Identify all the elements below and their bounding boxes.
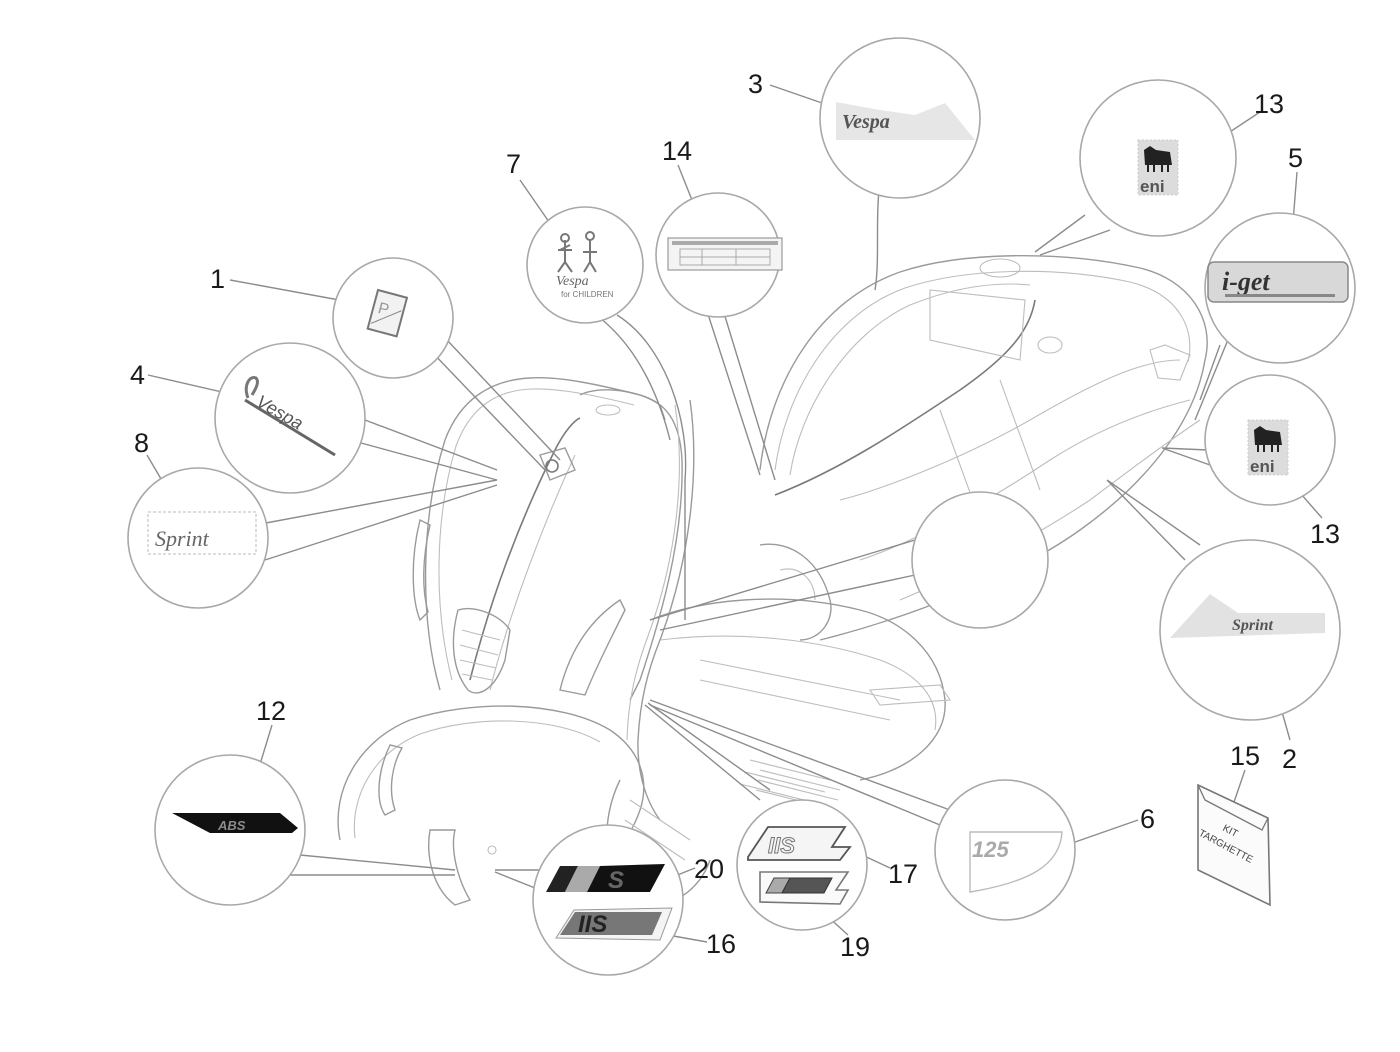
iis-outline-decal-icon: IIS — [747, 826, 852, 861]
abs-text: ABS — [217, 818, 246, 833]
iget-text: i-get — [1222, 267, 1270, 296]
decal-artwork: P Vespa Sprint Vespa for CHILDREN — [147, 102, 1349, 941]
sprint-side-decal-icon: Sprint — [1170, 594, 1325, 638]
kit-targhette-icon: KIT TARGHETTE — [1197, 783, 1271, 907]
size-125-decal-icon: 125 — [969, 831, 1063, 893]
bubble-empty — [911, 491, 1049, 629]
callout-15: 15 — [1230, 741, 1260, 771]
children-caption-text: for CHILDREN — [561, 290, 614, 299]
vespa-side-decal-text: Vespa — [842, 111, 890, 133]
callout-numbers: 1 2 3 4 5 6 7 8 12 13 13 14 15 16 17 19 … — [130, 69, 1340, 962]
callout-1: 1 — [210, 264, 225, 294]
bubble-8 — [127, 467, 269, 609]
callout-8: 8 — [134, 428, 149, 458]
callout-3: 3 — [748, 69, 763, 99]
tyre-pressure-label-icon — [667, 237, 783, 271]
bubble-4 — [214, 342, 366, 494]
abs-decal-icon: ABS — [172, 813, 298, 833]
sprint-emblem-icon: Sprint — [147, 511, 257, 555]
eni-text-right: eni — [1250, 457, 1275, 476]
s-decal-icon: S — [546, 864, 665, 894]
sprint-emblem-text: Sprint — [155, 526, 210, 551]
piaggio-badge-icon: P — [366, 288, 409, 338]
eni-text-top: eni — [1140, 177, 1165, 196]
callout-19: 19 — [840, 932, 870, 962]
leader-lines — [146, 84, 1323, 943]
callout-17: 17 — [888, 859, 918, 889]
callout-16: 16 — [706, 929, 736, 959]
iis-filled-text: IIS — [578, 911, 607, 938]
eni-logo-icon-right: eni — [1247, 419, 1289, 476]
callout-2: 2 — [1282, 744, 1297, 774]
callout-5: 5 — [1288, 143, 1303, 173]
iis-outline-text: IIS — [768, 833, 795, 858]
s-decal-text: S — [608, 867, 624, 894]
iis-filled-decal-icon: IIS — [555, 907, 673, 941]
stripe-decal-icon — [759, 871, 850, 905]
bubble-17-19 — [736, 799, 868, 931]
children-vespa-text: Vespa — [556, 274, 589, 289]
bubble-7 — [526, 206, 644, 324]
bubble-20-16 — [532, 824, 684, 976]
sprint-side-decal-text: Sprint — [1232, 617, 1273, 634]
svg-text:P: P — [376, 300, 391, 319]
vespa-for-children-icon: Vespa for CHILDREN — [556, 231, 614, 299]
iget-badge-icon: i-get — [1207, 261, 1349, 303]
callout-20: 20 — [694, 854, 724, 884]
size-125-text: 125 — [972, 837, 1009, 862]
callout-7: 7 — [506, 149, 521, 179]
callout-14: 14 — [662, 136, 692, 166]
vespa-side-decal-icon: Vespa — [836, 102, 975, 140]
callout-12: 12 — [256, 696, 286, 726]
callout-13-top: 13 — [1254, 89, 1284, 119]
callout-13-right: 13 — [1310, 519, 1340, 549]
callout-6: 6 — [1140, 804, 1155, 834]
eni-logo-icon: eni — [1137, 139, 1179, 196]
callout-4: 4 — [130, 360, 145, 390]
